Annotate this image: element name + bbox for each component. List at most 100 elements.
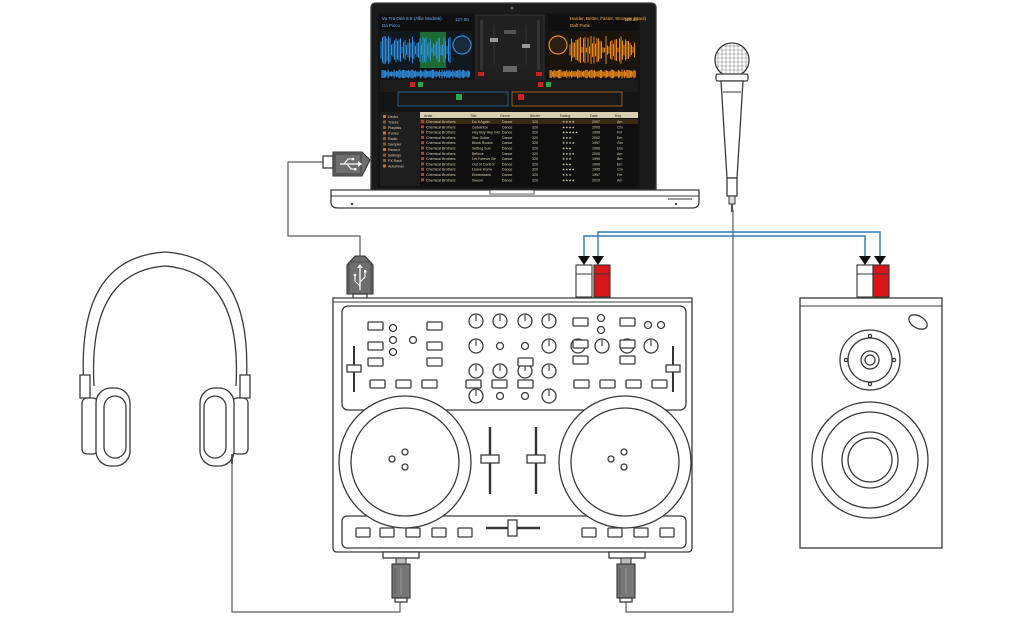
pad-button[interactable]: [619, 317, 636, 327]
folder-item[interactable]: Decks: [388, 115, 398, 119]
pad-button[interactable]: [367, 321, 384, 331]
pad-button[interactable]: [599, 379, 616, 389]
fx-strip[interactable]: [380, 80, 638, 107]
table-cell: 320: [532, 152, 538, 156]
pad-button[interactable]: [491, 379, 508, 389]
small-knob[interactable]: [388, 323, 398, 333]
deck-a-bpm: 127.00: [455, 17, 469, 22]
folder-item[interactable]: FX Rack: [388, 159, 402, 163]
deck-b-jog-icon[interactable]: [548, 35, 568, 55]
pad-button[interactable]: [426, 341, 443, 351]
pad-button[interactable]: [572, 355, 589, 365]
pad-button[interactable]: [367, 341, 384, 351]
folder-item[interactable]: Record: [388, 148, 400, 152]
pad-button[interactable]: [379, 527, 395, 538]
small-knob[interactable]: [388, 347, 398, 357]
pad-button[interactable]: [625, 379, 642, 389]
folder-item[interactable]: iTunes: [388, 132, 399, 136]
browser-column-headers[interactable]: Artist Title Genre Bitrate Rating Date Key: [424, 114, 621, 118]
pad-button[interactable]: [651, 379, 668, 389]
pad-button[interactable]: [395, 379, 412, 389]
crossfader[interactable]: [486, 519, 540, 537]
table-cell: Em: [617, 162, 622, 166]
controller-buttons[interactable]: [355, 317, 675, 538]
volume-fader-b[interactable]: [526, 427, 546, 494]
pad-button[interactable]: [572, 339, 589, 349]
small-knob[interactable]: [388, 335, 398, 345]
small-knob[interactable]: [656, 320, 666, 330]
folder-item[interactable]: Sampler: [388, 143, 402, 147]
pad-button[interactable]: [369, 379, 386, 389]
small-knob[interactable]: [596, 325, 606, 335]
jog-wheel-left[interactable]: [338, 395, 472, 529]
pad-button[interactable]: [581, 527, 597, 538]
small-knob[interactable]: [495, 341, 505, 351]
pad-button[interactable]: [426, 321, 443, 331]
column-header[interactable]: Date: [590, 114, 598, 118]
small-knob[interactable]: [643, 320, 653, 330]
deck-b[interactable]: Harder, Better, Faster, Stronger (Daol) …: [548, 15, 647, 79]
pad-button[interactable]: [619, 339, 636, 349]
column-header[interactable]: Artist: [424, 114, 432, 118]
pad-button[interactable]: [517, 357, 534, 367]
small-knob[interactable]: [520, 341, 530, 351]
pitch-slider-right[interactable]: [665, 346, 681, 392]
deck-a-jog-icon[interactable]: [452, 35, 472, 55]
software-mixer[interactable]: [475, 14, 545, 86]
small-knob[interactable]: [495, 391, 505, 401]
pad-button[interactable]: [465, 379, 482, 389]
pad-button[interactable]: [457, 527, 473, 538]
speaker-woofer: [811, 401, 929, 519]
folder-item[interactable]: Automixer: [388, 165, 405, 169]
pad-button[interactable]: [355, 527, 371, 538]
folder-item[interactable]: Playlists: [388, 126, 401, 130]
column-header[interactable]: Genre: [500, 114, 510, 118]
pad-button[interactable]: [421, 379, 438, 389]
pad-button[interactable]: [633, 527, 649, 538]
column-header[interactable]: Key: [615, 114, 621, 118]
small-knob[interactable]: [408, 335, 418, 345]
pad-button[interactable]: [659, 527, 675, 538]
pad-button[interactable]: [426, 357, 443, 367]
pad-button[interactable]: [367, 357, 384, 367]
volume-fader-a[interactable]: [480, 427, 500, 494]
pad-button[interactable]: [573, 379, 590, 389]
table-cell: Fm: [617, 131, 622, 135]
pad-button[interactable]: [431, 527, 447, 538]
deck-b-waveform[interactable]: [569, 36, 635, 64]
small-knob[interactable]: [596, 313, 606, 323]
laptop-screen: Vu Tra One 8.6 (Alfie Modrek) Da Pisco 1…: [378, 13, 647, 188]
folder-item[interactable]: Radio: [388, 137, 397, 141]
table-cell: 2005: [592, 125, 600, 129]
folder-item[interactable]: Settings: [388, 154, 401, 158]
column-header[interactable]: Bitrate: [530, 114, 540, 118]
small-knob[interactable]: [520, 391, 530, 401]
pad-button[interactable]: [572, 317, 589, 327]
deck-a-waveform[interactable]: [380, 36, 451, 64]
jog-wheel-right[interactable]: [558, 395, 692, 529]
pad-button[interactable]: [517, 379, 534, 389]
pad-button[interactable]: [619, 355, 636, 365]
folder-item[interactable]: Tracks: [388, 121, 399, 125]
pad-button[interactable]: [405, 527, 421, 538]
column-header[interactable]: Rating: [560, 114, 570, 118]
pitch-slider-left[interactable]: [346, 346, 362, 392]
deck-a[interactable]: Vu Tra One 8.6 (Alfie Modrek) Da Pisco 1…: [380, 15, 472, 79]
column-header[interactable]: Title: [470, 114, 477, 118]
pad-button[interactable]: [607, 527, 623, 538]
